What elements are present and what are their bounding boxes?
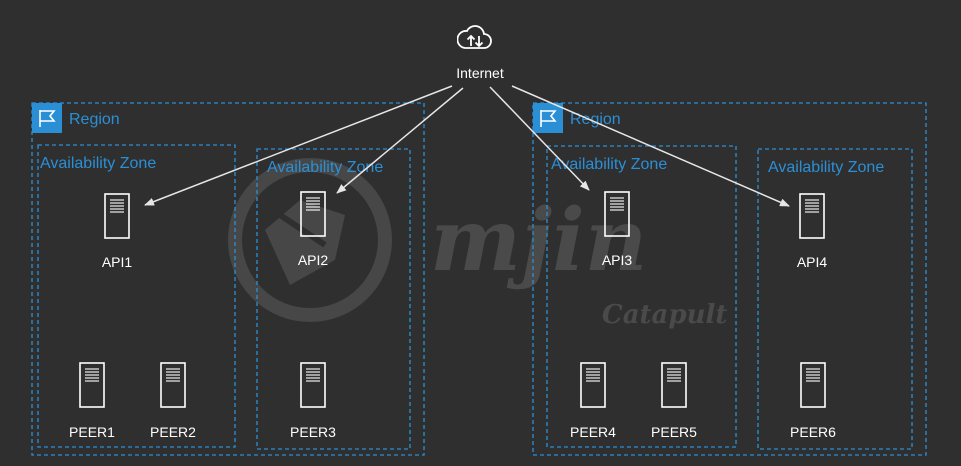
server-icon bbox=[160, 362, 186, 408]
server-icon bbox=[799, 193, 825, 239]
server-icon bbox=[580, 362, 606, 408]
az-box-4 bbox=[757, 148, 913, 450]
az-box-3 bbox=[546, 145, 737, 448]
region-label-1: Region bbox=[69, 111, 120, 128]
region-box-2 bbox=[532, 102, 927, 456]
server-label-peer4: PEER4 bbox=[570, 424, 616, 440]
server-label-api1: API1 bbox=[101, 254, 133, 270]
arrow-to-api4 bbox=[511, 85, 790, 207]
watermark-sub-text: Catapult bbox=[602, 300, 728, 330]
server-icon bbox=[300, 362, 326, 408]
server-icon bbox=[104, 193, 130, 239]
server-label-api4: API4 bbox=[796, 254, 828, 270]
cloud-upload-download-icon bbox=[457, 25, 492, 49]
server-label-peer6: PEER6 bbox=[790, 424, 836, 440]
region-label-2: Region bbox=[570, 111, 621, 128]
az-label-1: Availability Zone bbox=[40, 155, 157, 172]
region-box-1 bbox=[31, 102, 425, 456]
server-icon bbox=[800, 362, 826, 408]
server-label-api3: API3 bbox=[601, 252, 633, 268]
region-flag-icon bbox=[533, 103, 563, 133]
server-icon bbox=[661, 362, 687, 408]
server-label-peer5: PEER5 bbox=[651, 424, 697, 440]
server-label-peer2: PEER2 bbox=[150, 424, 196, 440]
az-label-3: Availability Zone bbox=[551, 156, 668, 173]
server-label-api2: API2 bbox=[297, 252, 329, 268]
az-label-4: Availability Zone bbox=[768, 159, 885, 176]
server-label-peer3: PEER3 bbox=[290, 424, 336, 440]
az-box-2 bbox=[256, 148, 411, 450]
server-icon bbox=[604, 191, 630, 237]
server-icon bbox=[300, 191, 326, 237]
server-icon bbox=[79, 362, 105, 408]
arrow-to-api3 bbox=[489, 86, 590, 191]
arrow-to-api1 bbox=[144, 85, 453, 206]
az-label-2: Availability Zone bbox=[267, 159, 384, 176]
az-box-1 bbox=[37, 144, 236, 448]
region-flag-icon bbox=[32, 103, 62, 133]
internet-label: Internet bbox=[456, 65, 504, 81]
server-label-peer1: PEER1 bbox=[69, 424, 115, 440]
arrow-to-api2 bbox=[336, 87, 464, 194]
